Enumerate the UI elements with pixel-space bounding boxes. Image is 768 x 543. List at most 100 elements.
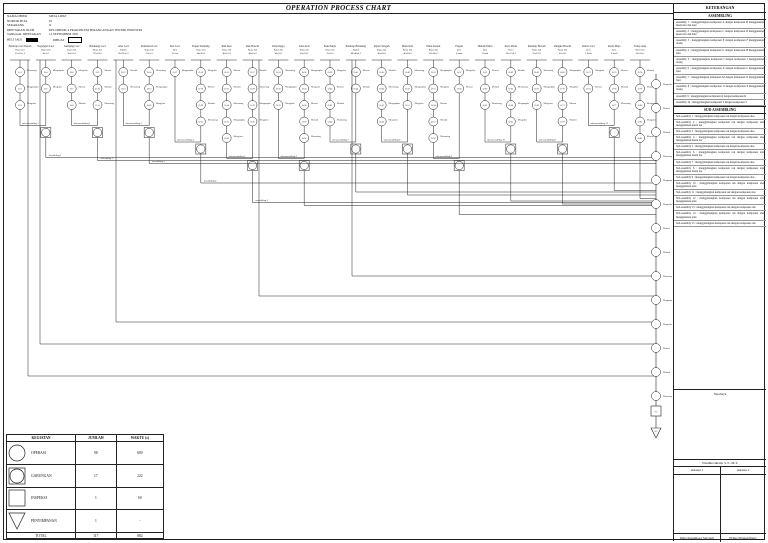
operation-label: Mengamplas bbox=[156, 86, 167, 89]
column-material: Kaca bbox=[508, 49, 514, 52]
column-size: 30x22x0,3 bbox=[118, 52, 129, 55]
column-size: 40x30x2 bbox=[377, 52, 386, 55]
operation-code: O-37 bbox=[302, 122, 307, 124]
assistant-2-title: Asisten 2 bbox=[720, 467, 766, 475]
assembly-label: assembling 5 bbox=[256, 199, 269, 202]
operation-code: O-26 bbox=[224, 138, 229, 140]
column-size: 25x35x1,5 bbox=[15, 52, 26, 55]
operation-code: O-36 bbox=[302, 105, 307, 107]
inspection-symbol-icon bbox=[8, 490, 26, 507]
legend-black-label: BELI JADI bbox=[7, 37, 22, 42]
summary-table: KEGIATAN JUMLAH WAKTU (s) OPERASI 98 600… bbox=[6, 434, 165, 539]
column-material: Triplek bbox=[352, 49, 360, 52]
operation-code: O-40 bbox=[328, 89, 333, 91]
column-material: Kayu Jati bbox=[274, 49, 283, 52]
spine-operation-node bbox=[651, 391, 661, 401]
operation-code: O-56 bbox=[431, 138, 436, 140]
header-value: MEJA LIPAT bbox=[49, 14, 67, 18]
spine-operation-label: Memotong bbox=[663, 155, 672, 158]
operation-code: O-18 bbox=[199, 72, 204, 74]
column-size: 4 buah bbox=[456, 52, 463, 55]
header-value: KELOMPOK 4 PRAKTIKUM PERANCANGAN TEKNIK … bbox=[49, 27, 142, 32]
summary-header: KEGIATAN JUMLAH WAKTU (s) bbox=[6, 434, 165, 442]
operation-code: O-14 bbox=[147, 72, 152, 74]
operation-label: Mengebor bbox=[234, 135, 243, 138]
operation-code: O-66 bbox=[534, 72, 539, 74]
column-size: 45x5x2 bbox=[559, 52, 567, 55]
operation-label: Mencat bbox=[621, 70, 628, 72]
operation-code: O-25 bbox=[224, 122, 229, 124]
operation-label: Memotong bbox=[440, 135, 451, 138]
operation-code: O-29 bbox=[250, 105, 255, 107]
subassembly-label: sub-assembling 7 bbox=[332, 139, 349, 142]
operation-label: Mengebor bbox=[285, 102, 294, 105]
subassembly-label: sub-assembling 6 bbox=[280, 155, 297, 158]
combined-node bbox=[143, 127, 155, 138]
operation-label: Merakit bbox=[518, 70, 525, 72]
operation-label: Mengebor bbox=[595, 69, 604, 72]
combined-node bbox=[195, 143, 207, 155]
spine-operation-node bbox=[651, 199, 661, 209]
spine-operation-label: Mencat bbox=[663, 228, 670, 230]
summary-header-activity: KEGIATAN bbox=[6, 434, 76, 442]
combined-node bbox=[92, 127, 103, 138]
operation-label: Mencat bbox=[595, 87, 602, 89]
column-size: 40x20x2 bbox=[429, 52, 438, 55]
operation-label: Merakit bbox=[440, 120, 447, 122]
column-label: Belakang Laci bbox=[89, 45, 105, 48]
combined-node-circle bbox=[506, 144, 516, 154]
operation-code: O-69 bbox=[560, 72, 565, 74]
summary-time: 222 bbox=[115, 463, 165, 488]
column-label: Papan Tengah bbox=[374, 45, 390, 48]
operation-code: O-47 bbox=[379, 105, 384, 107]
operation-label: Merakit bbox=[363, 87, 370, 89]
note-item: Sub-assembly 9 : menggabungkan komponen … bbox=[674, 175, 766, 181]
operation-label: Merakit bbox=[311, 120, 318, 122]
operation-label: Mengebor bbox=[337, 69, 346, 72]
column-label: Kunci Laci bbox=[582, 45, 595, 48]
column-label: Penutup Belakang bbox=[346, 45, 367, 48]
operation-code: O-5 bbox=[44, 89, 48, 91]
operation-code: O-10 bbox=[95, 89, 100, 91]
operation-label: Memotong bbox=[311, 135, 322, 138]
summary-row: GABUNGAN 17 222 bbox=[6, 463, 165, 488]
column-material: Kayu Jati bbox=[377, 49, 386, 52]
column-size: 50x35x2 bbox=[300, 52, 309, 55]
operation-code: O-7 bbox=[70, 89, 74, 91]
combined-node-circle bbox=[454, 161, 464, 170]
operation-code: O-39 bbox=[328, 72, 333, 74]
operation-label: Memotong bbox=[337, 119, 348, 122]
operation-code: O-76 bbox=[612, 89, 617, 91]
operation-label: Mengebor bbox=[53, 86, 62, 89]
operation-label: Merakit bbox=[621, 87, 628, 89]
operation-code: O-64 bbox=[509, 105, 514, 107]
column-label: Papan Samping bbox=[192, 45, 210, 48]
operation-label: Memotong bbox=[130, 86, 141, 89]
note-item: Sub-assembly 5 : menggabungkan komponen … bbox=[674, 144, 766, 151]
spine-operation-node bbox=[651, 151, 661, 161]
subassembly-label: sub-assembling 4 bbox=[177, 139, 194, 142]
operation-label: Mengamplas bbox=[260, 102, 271, 105]
operation-label: Memotong bbox=[260, 86, 271, 89]
operation-code: O-67 bbox=[534, 89, 539, 91]
storage-code: S-1 bbox=[654, 431, 657, 433]
notes-heading: KETERANGAN bbox=[674, 4, 766, 13]
note-item: Sub-assembly 6 : menggabungkan komponen … bbox=[674, 150, 766, 160]
operation-label: Mengamplas bbox=[570, 69, 581, 72]
operation-label: Mengebor bbox=[27, 102, 36, 105]
operation-code: O-35 bbox=[302, 89, 307, 91]
operation-label: Mencat bbox=[337, 87, 344, 89]
note-item: Sub-assembly 4 : menggabungkan komponen … bbox=[674, 135, 766, 145]
column-size: 30 cm bbox=[172, 52, 178, 55]
operation-code: O-34 bbox=[302, 72, 307, 74]
operation-code: O-65 bbox=[509, 122, 514, 124]
note-item: Sub-assembly 1 : menggabungkan komponen … bbox=[674, 114, 766, 120]
note-item: Sub-assembly 11 : menggabungkan komponen… bbox=[674, 190, 766, 197]
spine-operation-label: Mengebor bbox=[663, 323, 672, 326]
summary-row: PENYIMPANAN 1 - bbox=[6, 509, 165, 533]
operation-label: Memotong bbox=[234, 102, 245, 105]
operation-code: O-51 bbox=[405, 105, 410, 107]
spine-operation-node bbox=[651, 175, 661, 185]
